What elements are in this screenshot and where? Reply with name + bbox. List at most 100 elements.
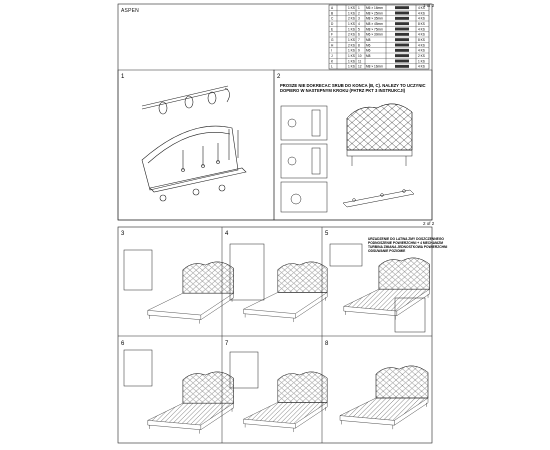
step2-number: 2	[277, 74, 281, 80]
step2-note: PROSZE NIE DOKRECAC SRUB DO KONCA (B, C)…	[280, 83, 426, 93]
step4-number: 4	[225, 231, 229, 237]
table-cell-part-id: C	[331, 17, 334, 21]
table-cell-part-qty: 2 KS	[348, 33, 355, 37]
table-cell-part-qty: 1 KS	[348, 6, 355, 10]
table-cell-part-qty: 1 KS	[348, 11, 355, 15]
table-cell-part-qty: 1 KS	[348, 27, 355, 31]
table-cell-hw-qty: 4 KS	[418, 49, 425, 53]
table-cell-part-id: L	[331, 65, 333, 69]
detail-inset	[229, 351, 259, 389]
table-cell-hw-desc: M8 × 25mm	[366, 11, 383, 15]
table-cell-part-qty: 1 KS	[348, 38, 355, 42]
step7-bed-frame	[242, 371, 328, 433]
screw-icon	[395, 16, 409, 20]
step4-bed-frame	[242, 261, 328, 323]
table-cell-part-id: D	[331, 22, 334, 26]
table-cell-hw-id: 3	[358, 17, 360, 21]
screw-icon	[395, 48, 409, 52]
table-cell-hw-id: 8	[358, 43, 360, 47]
table-cell-hw-id: 12	[358, 65, 362, 69]
step5-note-line4: ODSUWANIE POZIOMIE	[368, 249, 406, 253]
table-cell-part-qty: 2 KS	[348, 43, 355, 47]
step1-number: 1	[121, 74, 125, 80]
table-cell-part-qty: 1 KS	[348, 65, 355, 69]
table-cell-part-qty: 1 KS	[348, 59, 355, 63]
table-cell-part-id: E	[331, 27, 333, 31]
step7-number: 7	[225, 341, 229, 347]
table-cell-hw-id: 4	[358, 22, 360, 26]
step6-bed-frame	[147, 371, 235, 434]
table-cell-part-qty: 1 KS	[348, 22, 355, 26]
table-cell-hw-desc: M8 × 75mm	[366, 27, 383, 31]
table-cell-hw-id: 2	[358, 11, 360, 15]
table-cell-hw-qty: 4 KS	[418, 33, 425, 37]
table-cell-part-id: F	[331, 33, 333, 37]
detail-inset	[329, 243, 363, 267]
step5-note-line1: URZADZENIE DO LATWA ZMY DOSZCZENNEGO	[368, 237, 444, 241]
page2-frame	[117, 226, 433, 444]
step2-drawing	[280, 103, 415, 213]
screw-icon	[395, 43, 409, 47]
table-cell-hw-desc: M8 × 45mm	[366, 22, 383, 26]
table-cell-hw-qty: 4 KS	[418, 6, 425, 10]
step5-note: URZADZENIE DO LATWA ZMY DOSZCZENNEGO POD…	[368, 237, 447, 253]
table-cell-part-id: K	[331, 59, 334, 63]
screw-icon	[395, 22, 409, 26]
screw-icon	[395, 6, 409, 10]
table-cell-hw-desc: M6	[366, 49, 371, 53]
step6-number: 6	[121, 341, 125, 347]
table-cell-part-id: H	[331, 43, 334, 47]
step8-bed-frame	[339, 365, 429, 430]
screw-icon	[395, 59, 409, 63]
table-cell-hw-qty: 4 KS	[418, 65, 425, 69]
table-cell-part-qty: 2 KS	[348, 17, 355, 21]
table-cell-hw-id: 10	[358, 54, 362, 58]
table-cell-hw-qty: 4 KS	[418, 43, 425, 47]
table-cell-hw-desc: M8	[366, 54, 371, 58]
screw-icon	[395, 11, 409, 15]
step5-bed-frame	[343, 257, 431, 320]
table-cell-part-qty: 1 KS	[348, 49, 355, 53]
screw-icon	[395, 27, 409, 31]
step2-panel	[273, 69, 433, 221]
table-cell-part-qty: 1 KS	[348, 54, 355, 58]
table-cell-hw-qty: 4 KS	[418, 17, 425, 21]
table-cell-hw-id: 7	[358, 38, 360, 42]
detail-inset	[229, 243, 265, 301]
table-cell-part-id: A	[331, 6, 334, 10]
table-cell-part-id: I	[331, 49, 332, 53]
table-cell-hw-desc: M8	[366, 38, 371, 42]
table-cell-hw-qty: 4 KS	[418, 27, 425, 31]
table-cell-hw-desc: M6 × 30mm	[366, 33, 383, 37]
step5-note-line3: TURBINA ZMIANA JEDNOSTKOWA POWIERZCHNI	[368, 245, 447, 249]
product-title: ASPEN	[121, 8, 139, 14]
table-cell-hw-desc: M8 × 35mm	[366, 17, 383, 21]
table-cell-hw-qty: 2 KS	[418, 54, 425, 58]
step3-bed-frame	[147, 261, 235, 324]
detail-inset	[123, 349, 153, 387]
table-cell-hw-qty: 4 KS	[418, 11, 425, 15]
table-cell-hw-desc: M6	[366, 43, 371, 47]
step2-note-line2: DOPIERO W NASTEPNYM KROKU (PATRZ PKT 3 I…	[280, 88, 406, 93]
step5-number: 5	[325, 231, 329, 237]
screw-icon	[395, 54, 409, 58]
page-number-1: 1 of 2	[423, 3, 435, 8]
screw-icon	[395, 64, 409, 68]
table-cell-part-id: B	[331, 11, 333, 15]
table-cell-hw-id: 5	[358, 27, 360, 31]
table-cell-part-id: G	[331, 38, 334, 42]
page-number-2: 2 of 2	[423, 221, 435, 226]
step1-drawing	[141, 85, 247, 202]
table-cell-part-id: J	[331, 54, 333, 58]
screw-icon	[395, 38, 409, 42]
step2-note-line1: PROSZE NIE DOKRECAC SRUB DO KONCA (B, C)…	[280, 83, 426, 88]
table-cell-hw-qty: 8 KS	[418, 38, 425, 42]
detail-inset	[123, 249, 153, 291]
table-cell-hw-id: 6	[358, 33, 360, 37]
table-cell-hw-qty: 8 KS	[418, 22, 425, 26]
table-cell-hw-id: 9	[358, 49, 360, 53]
table-cell-hw-desc: M8 × 16mm	[366, 65, 383, 69]
